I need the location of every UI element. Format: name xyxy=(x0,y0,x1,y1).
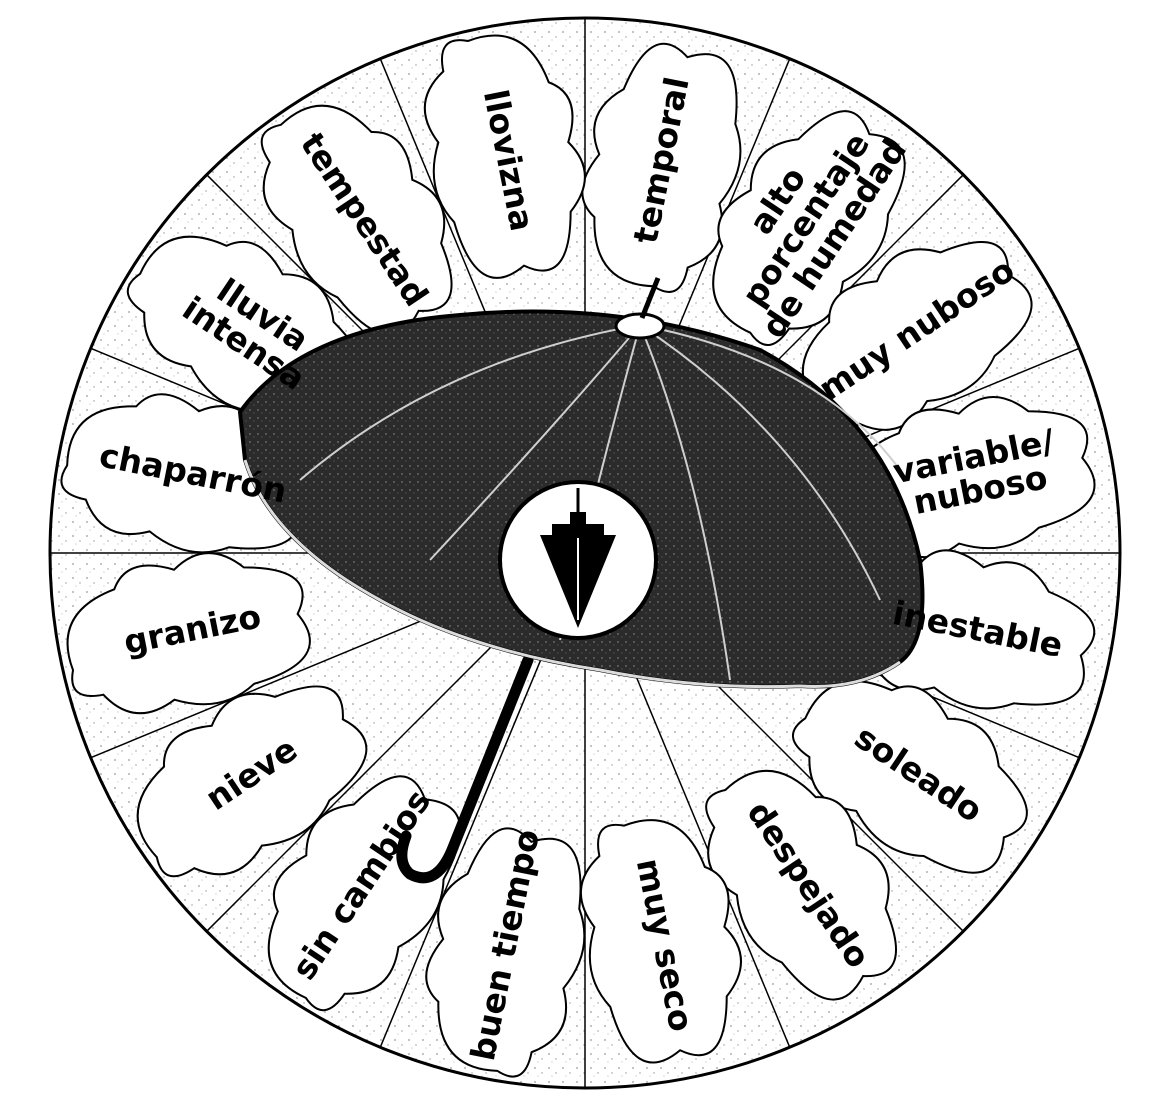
plumb-bob-icon xyxy=(500,482,656,638)
umbrella-top-cap xyxy=(616,314,664,338)
